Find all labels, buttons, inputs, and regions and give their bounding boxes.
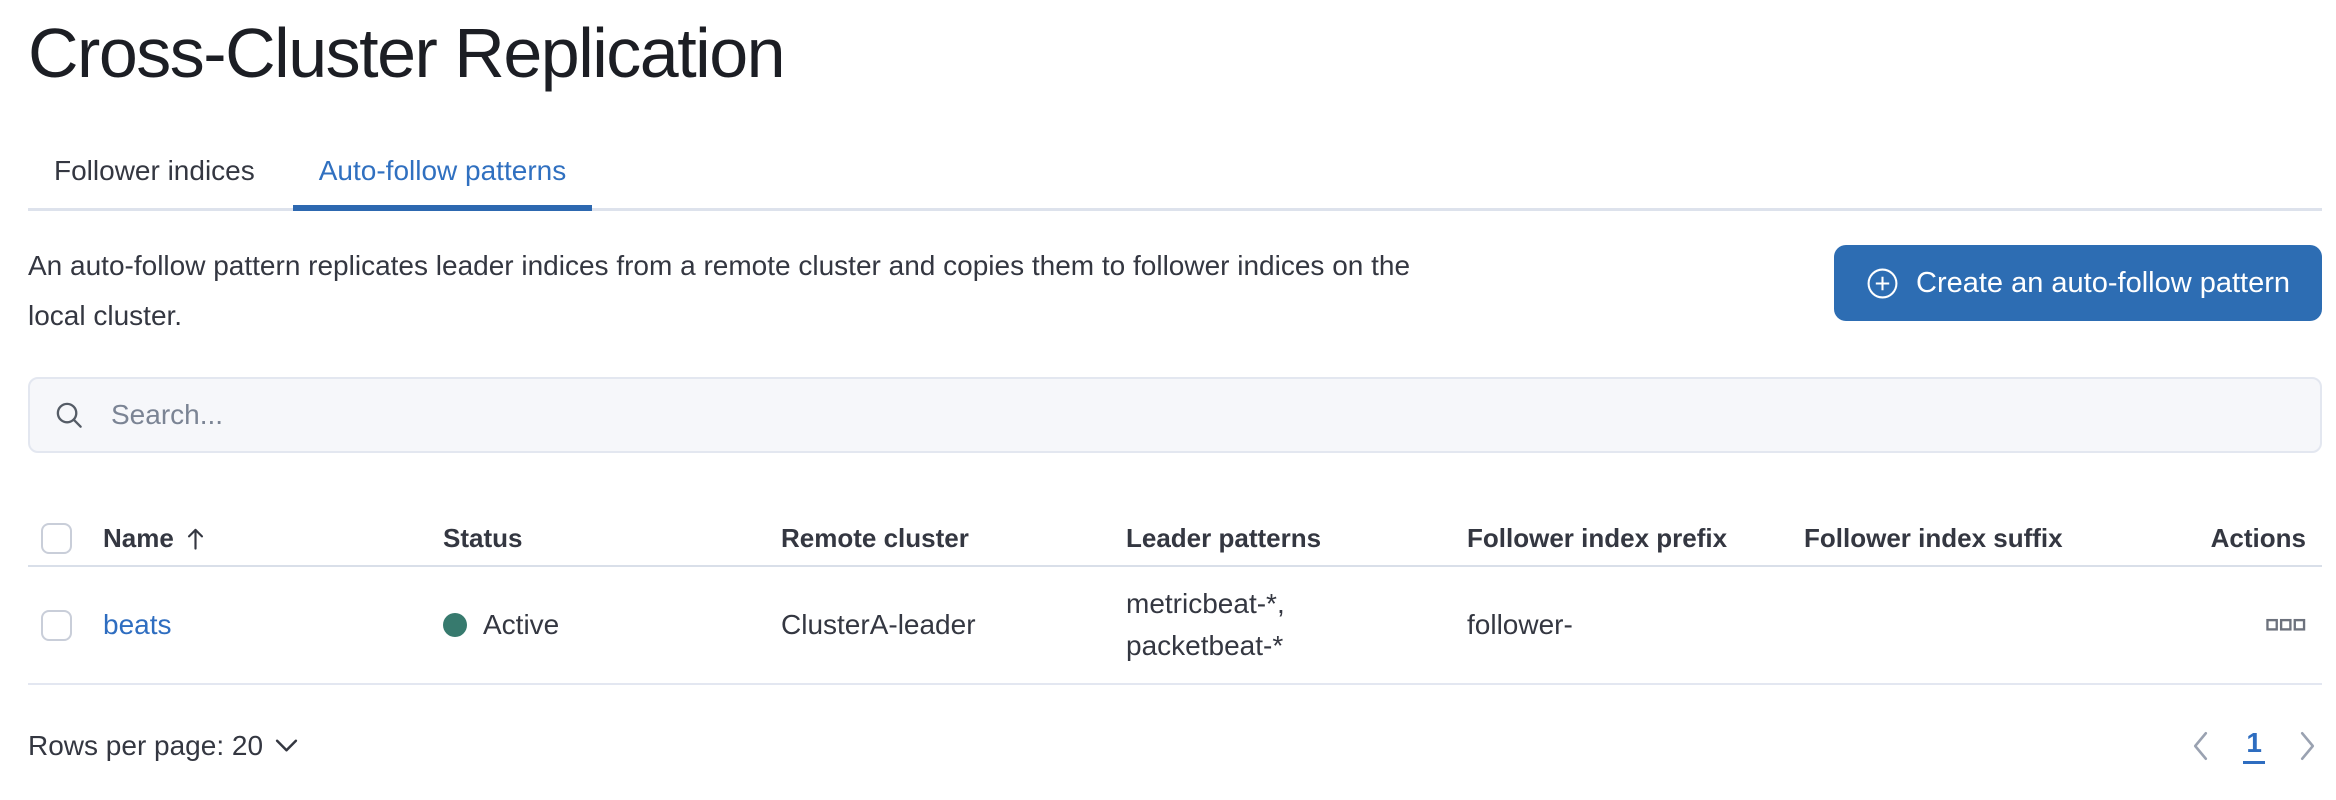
page-title: Cross-Cluster Replication (28, 14, 786, 92)
table-footer: Rows per page: 20 1 (28, 727, 2322, 764)
follower-index-prefix-cell: follower- (1467, 609, 1573, 640)
description-text: An auto-follow pattern replicates leader… (28, 241, 1410, 341)
tab-auto-follow-patterns[interactable]: Auto-follow patterns (292, 154, 593, 211)
actions-cell (2266, 618, 2322, 632)
create-button-label: Create an auto-follow pattern (1916, 266, 2290, 299)
select-all-checkbox[interactable] (41, 522, 72, 554)
pattern-name-cell: beats (103, 609, 443, 641)
description-line-2: local cluster. (28, 300, 183, 331)
search-box (28, 377, 2322, 453)
chevron-down-icon (275, 738, 298, 753)
status-label: Active (483, 609, 560, 640)
leader-patterns-cell: metricbeat-*, packetbeat-* (1126, 588, 1285, 661)
pagination: 1 (2188, 727, 2322, 764)
description-section: An auto-follow pattern replicates leader… (28, 241, 2322, 341)
next-page-button[interactable] (2295, 731, 2320, 761)
boxes-horizontal-icon (2266, 618, 2306, 632)
rows-per-page-label: Rows per page: 20 (28, 729, 264, 761)
auto-follow-patterns-table: Name Status Remote cluster Leader patter… (28, 511, 2322, 685)
status-active-dot-icon (443, 613, 467, 637)
tab-follower-indices[interactable]: Follower indices (54, 155, 255, 186)
page-number-current[interactable]: 1 (2243, 727, 2265, 764)
description-line-1: An auto-follow pattern replicates leader… (28, 250, 1411, 281)
previous-page-button[interactable] (2188, 731, 2213, 761)
column-header-name[interactable]: Name (103, 523, 443, 554)
chevron-left-icon (2192, 731, 2209, 761)
pattern-name-link[interactable]: beats (103, 609, 172, 640)
column-header-status: Status (443, 522, 523, 553)
plus-in-circle-icon (1866, 267, 1899, 300)
row-checkbox[interactable] (41, 609, 72, 641)
row-actions-menu-button[interactable] (2266, 618, 2306, 632)
status-cell: Active (443, 609, 781, 641)
chevron-right-icon (2299, 731, 2316, 761)
column-header-remote-cluster: Remote cluster (781, 522, 969, 553)
remote-cluster-cell: ClusterA-leader (781, 609, 976, 640)
sort-ascending-icon (184, 525, 207, 552)
row-checkbox-cell (28, 609, 103, 641)
tab-bar: Follower indices Auto-follow patterns (28, 154, 2322, 211)
search-input[interactable] (111, 399, 2296, 431)
create-auto-follow-pattern-button[interactable]: Create an auto-follow pattern (1834, 245, 2322, 321)
table-row: beats Active ClusterA-leader metricbeat-… (28, 567, 2322, 685)
column-header-actions: Actions (2210, 522, 2306, 553)
header-checkbox-cell (28, 522, 103, 554)
search-section (28, 377, 2322, 453)
column-header-follower-index-suffix: Follower index suffix (1804, 522, 2063, 553)
search-icon (54, 400, 85, 431)
rows-per-page-button[interactable]: Rows per page: 20 (28, 730, 298, 762)
column-header-follower-index-prefix: Follower index prefix (1467, 522, 1728, 553)
table-header-row: Name Status Remote cluster Leader patter… (28, 511, 2322, 567)
column-header-leader-patterns: Leader patterns (1126, 522, 1322, 553)
